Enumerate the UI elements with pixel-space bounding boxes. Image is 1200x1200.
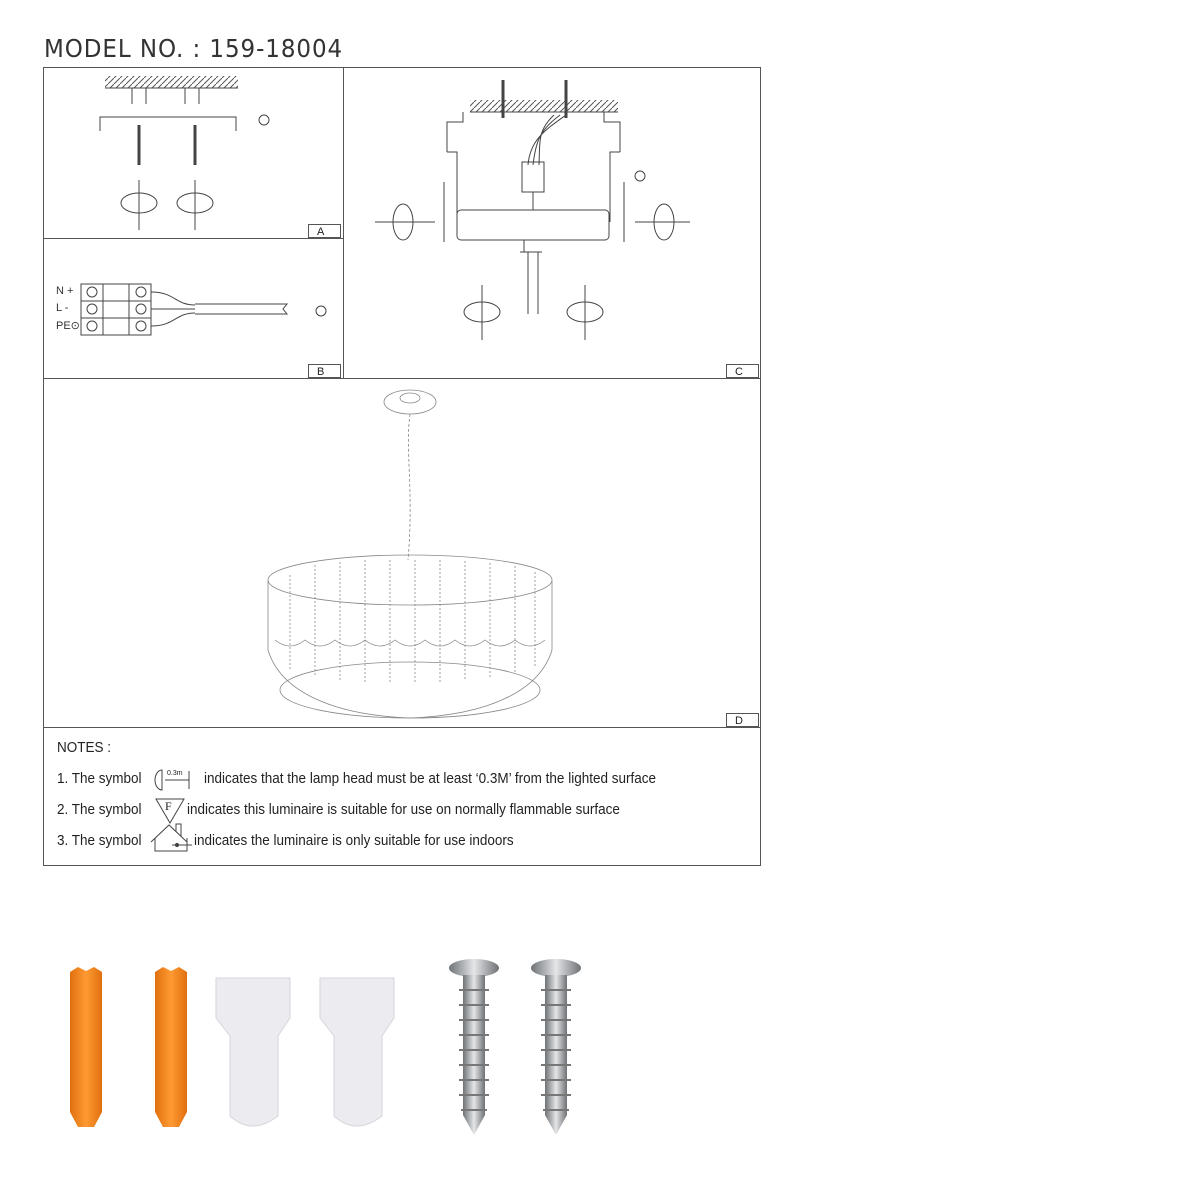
chandelier-illustration bbox=[267, 389, 553, 719]
screw-image bbox=[531, 959, 581, 1135]
model-number-title: MODEL NO. : 159-18004 bbox=[44, 34, 344, 63]
screw-image bbox=[449, 959, 499, 1135]
wall-anchor-image bbox=[155, 967, 187, 1127]
terminal-label-live: L - bbox=[56, 302, 69, 314]
panel-b-terminal-block bbox=[80, 283, 327, 336]
wall-anchor-image bbox=[70, 967, 102, 1127]
note-2-prefix: 2. The symbol bbox=[57, 801, 142, 818]
panel-a-drawing bbox=[99, 76, 270, 230]
note-2-symbol-text: F bbox=[165, 799, 172, 813]
flammable-surface-symbol-icon bbox=[155, 798, 185, 824]
note-symbols bbox=[150, 769, 192, 852]
panel-b-tag: B bbox=[308, 364, 341, 378]
note-1-symbol-text: 0.3m bbox=[167, 770, 183, 777]
note-1-prefix: 1. The symbol bbox=[57, 770, 142, 787]
note-3-prefix: 3. The symbol bbox=[57, 832, 142, 849]
wire-connector-image bbox=[319, 977, 395, 1127]
hardware-kit bbox=[70, 959, 581, 1135]
wire-connector-image bbox=[215, 977, 291, 1127]
note-1-text: indicates that the lamp head must be at … bbox=[204, 770, 656, 787]
panel-frame bbox=[43, 67, 761, 866]
note-2-text: indicates this luminaire is suitable for… bbox=[187, 801, 620, 818]
terminal-label-earth: PE⊙ bbox=[56, 320, 80, 332]
panel-d-tag: D bbox=[726, 713, 759, 727]
panel-c-canopy-drawing bbox=[375, 80, 690, 340]
terminal-label-neutral: N + bbox=[56, 285, 74, 297]
indoor-use-symbol-icon bbox=[150, 823, 188, 852]
panel-a-tag: A bbox=[308, 224, 341, 238]
note-3-text: indicates the luminaire is only suitable… bbox=[194, 832, 514, 849]
distance-symbol-icon bbox=[154, 769, 163, 791]
notes-heading: NOTES : bbox=[57, 739, 112, 756]
panel-c-tag: C bbox=[726, 364, 759, 378]
